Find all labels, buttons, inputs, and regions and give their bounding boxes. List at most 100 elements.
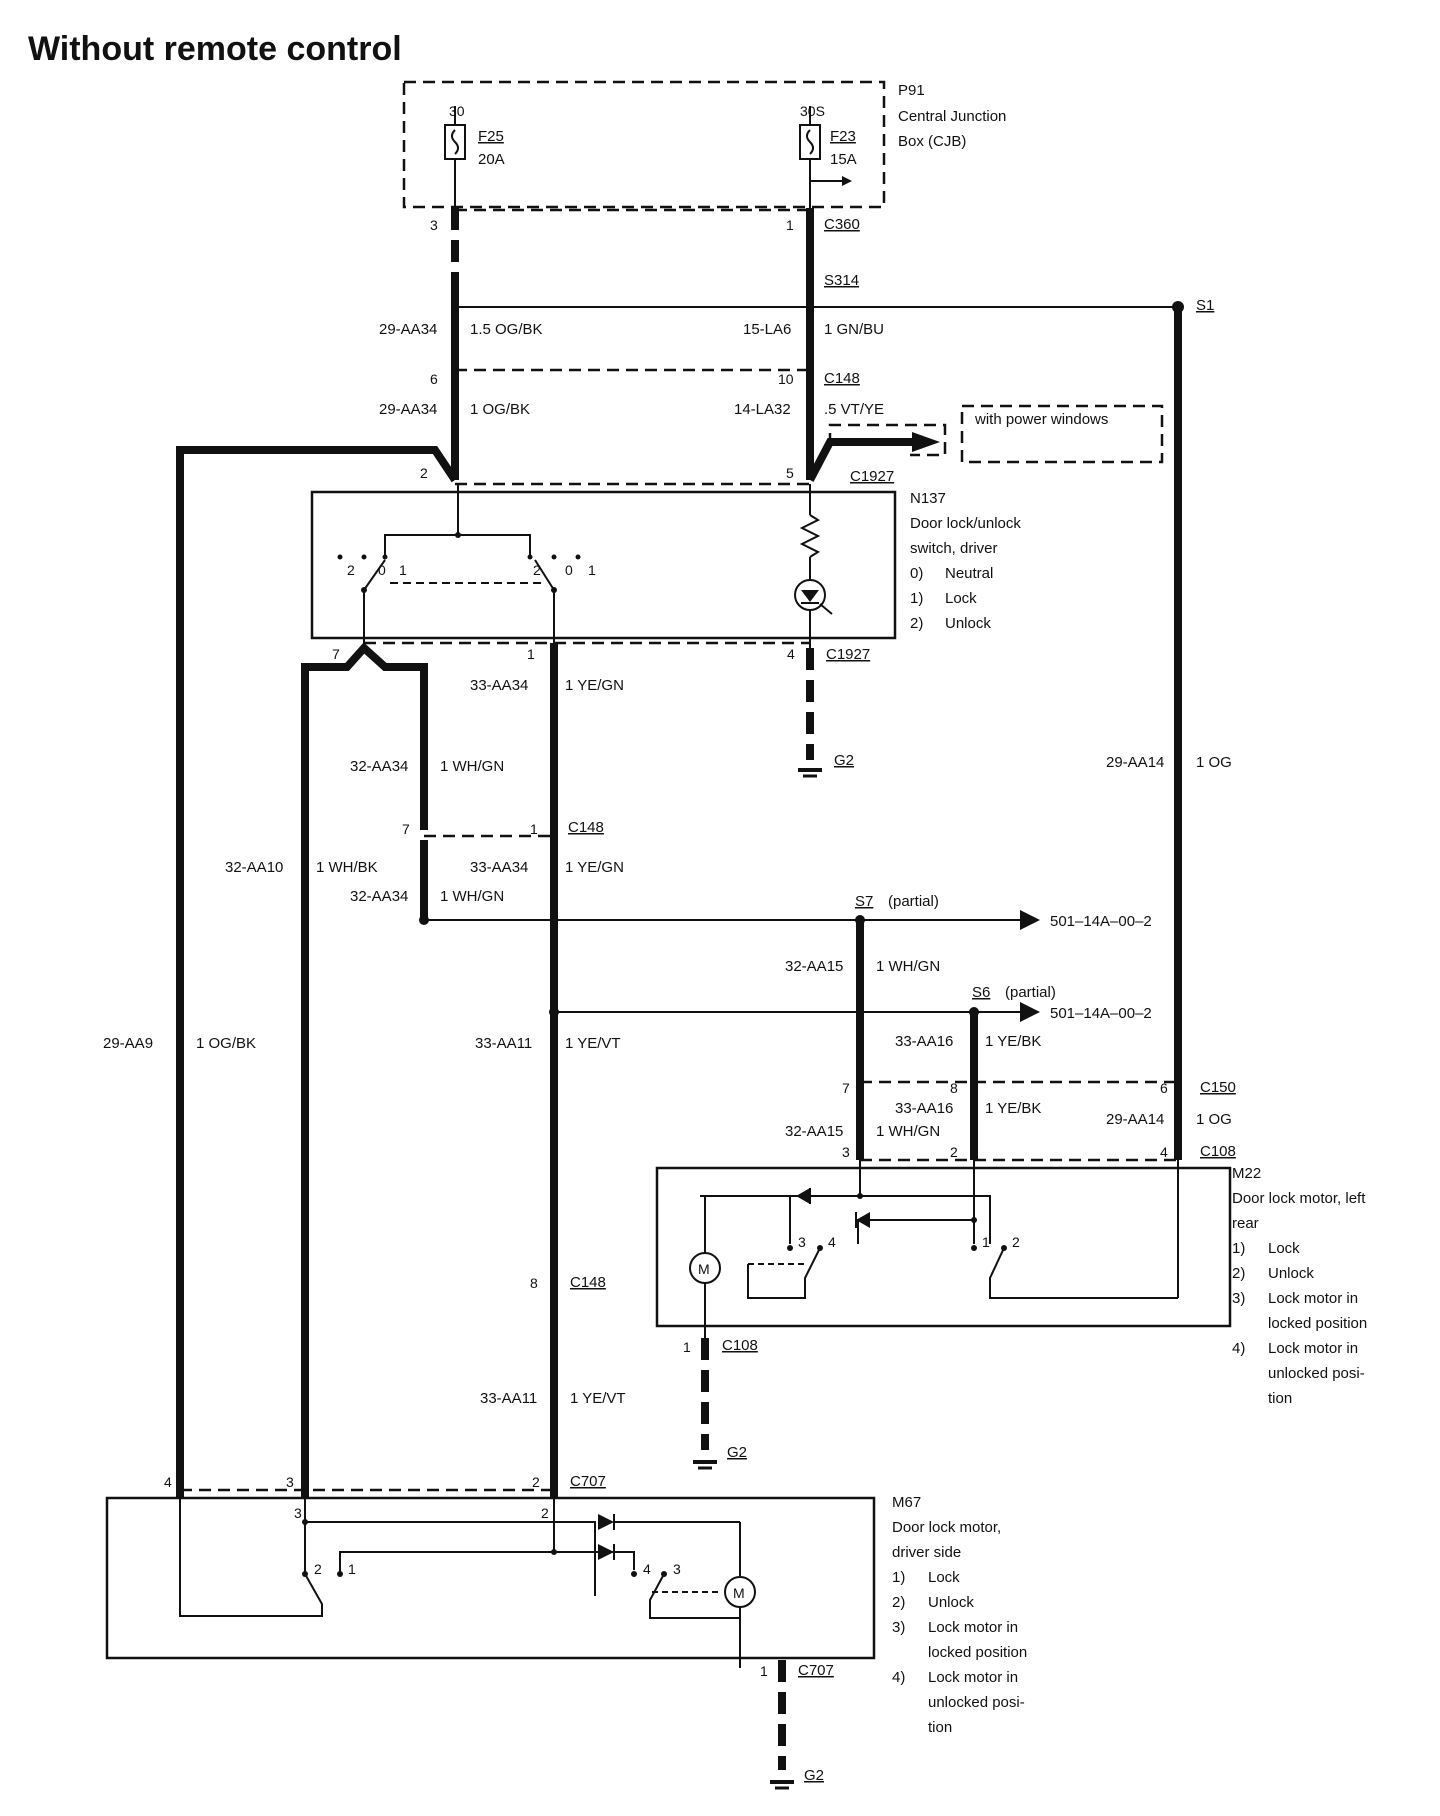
- svg-text:1 OG/BK: 1 OG/BK: [470, 401, 530, 418]
- svg-text:Lock: Lock: [945, 590, 977, 607]
- splice-s1: S1: [1196, 297, 1214, 314]
- svg-text:(partial): (partial): [888, 893, 939, 910]
- svg-text:8: 8: [530, 1275, 538, 1291]
- svg-text:1 YE/VT: 1 YE/VT: [570, 1390, 626, 1407]
- connector-c108-top: C108: [1200, 1143, 1236, 1160]
- svg-text:10: 10: [778, 371, 794, 387]
- svg-text:Lock: Lock: [928, 1569, 960, 1586]
- svg-text:Unlock: Unlock: [945, 615, 991, 632]
- connector-c1927-top: C1927: [850, 468, 894, 485]
- svg-text:29-AA34: 29-AA34: [379, 401, 437, 418]
- svg-text:1: 1: [588, 562, 596, 578]
- svg-text:8: 8: [950, 1080, 958, 1096]
- svg-text:1: 1: [530, 821, 538, 837]
- svg-text:4: 4: [828, 1234, 836, 1250]
- svg-text:4): 4): [1232, 1340, 1245, 1357]
- svg-text:4): 4): [892, 1669, 905, 1686]
- svg-text:1 YE/GN: 1 YE/GN: [565, 677, 624, 694]
- connector-c150: C150: [1200, 1079, 1236, 1096]
- svg-text:Lock: Lock: [1268, 1240, 1300, 1257]
- svg-text:1.5 OG/BK: 1.5 OG/BK: [470, 321, 543, 338]
- svg-text:33-AA16: 33-AA16: [895, 1100, 953, 1117]
- svg-text:F25: F25: [478, 128, 504, 145]
- svg-text:M22: M22: [1232, 1165, 1261, 1182]
- svg-text:unlocked posi-: unlocked posi-: [928, 1694, 1025, 1711]
- svg-text:1): 1): [892, 1569, 905, 1586]
- svg-text:4: 4: [787, 646, 795, 662]
- svg-text:1 OG: 1 OG: [1196, 754, 1232, 771]
- svg-text:tion: tion: [1268, 1390, 1292, 1407]
- top-wiring: with power windows 3 1 C360 S314 S1 29-A…: [176, 208, 1214, 1498]
- svg-text:29-AA14: 29-AA14: [1106, 1111, 1164, 1128]
- svg-text:1 WH/GN: 1 WH/GN: [876, 1123, 940, 1140]
- svg-text:0): 0): [910, 565, 923, 582]
- svg-text:2: 2: [950, 1144, 958, 1160]
- svg-text:3: 3: [842, 1144, 850, 1160]
- svg-text:N137: N137: [910, 490, 946, 507]
- ground-g2-switch: G2: [834, 752, 854, 769]
- svg-text:F23: F23: [830, 128, 856, 145]
- svg-text:1: 1: [348, 1561, 356, 1577]
- svg-text:1): 1): [910, 590, 923, 607]
- svg-text:1 YE/VT: 1 YE/VT: [565, 1035, 621, 1052]
- central-junction-box: P91 Central Junction Box (CJB) 30 F25 20…: [402, 80, 1006, 209]
- svg-text:32-AA15: 32-AA15: [785, 1123, 843, 1140]
- p91-line2: Box (CJB): [898, 133, 966, 150]
- svg-text:Neutral: Neutral: [945, 565, 993, 582]
- svg-text:unlocked posi-: unlocked posi-: [1268, 1365, 1365, 1382]
- splice-s314: S314: [824, 272, 859, 289]
- connector-c360: C360: [824, 216, 860, 233]
- svg-text:1 YE/GN: 1 YE/GN: [565, 859, 624, 876]
- svg-text:Door lock motor,: Door lock motor,: [892, 1519, 1001, 1536]
- p91-line1: Central Junction: [898, 108, 1006, 125]
- m67-motor-symbol: M: [733, 1585, 745, 1601]
- svg-text:M67: M67: [892, 1494, 921, 1511]
- svg-text:(partial): (partial): [1005, 984, 1056, 1001]
- svg-text:Lock motor in: Lock motor in: [928, 1619, 1018, 1636]
- door-lock-motor-m22: M22 Door lock motor, left rear 1) Lock 2…: [655, 1160, 1367, 1407]
- svg-text:2: 2: [532, 1474, 540, 1490]
- ref-s6: 501–14A–00–2: [1050, 1005, 1152, 1022]
- svg-text:2: 2: [420, 465, 428, 481]
- svg-text:33-AA34: 33-AA34: [470, 677, 528, 694]
- diagram-title: Without remote control: [28, 30, 402, 68]
- svg-text:3: 3: [294, 1505, 302, 1521]
- m22-motor-symbol: M: [698, 1261, 710, 1277]
- svg-text:5: 5: [786, 465, 794, 481]
- switch-lower-wiring: 7 1 4 C1927 G2 33-AA34 1 YE/GN 32-AA34 1…: [103, 307, 1232, 1498]
- svg-text:2: 2: [541, 1505, 549, 1521]
- m67-ground: 1 C707 G2: [740, 1657, 834, 1790]
- svg-text:3: 3: [286, 1474, 294, 1490]
- svg-text:2): 2): [892, 1594, 905, 1611]
- svg-text:4: 4: [643, 1561, 651, 1577]
- svg-text:1: 1: [982, 1234, 990, 1250]
- svg-text:29-AA14: 29-AA14: [1106, 754, 1164, 771]
- svg-text:1 WH/GN: 1 WH/GN: [440, 888, 504, 905]
- svg-text:2: 2: [314, 1561, 322, 1577]
- svg-text:0: 0: [378, 562, 386, 578]
- svg-text:30: 30: [449, 103, 465, 119]
- svg-text:2): 2): [1232, 1265, 1245, 1282]
- svg-text:rear: rear: [1232, 1215, 1259, 1232]
- svg-text:32-AA10: 32-AA10: [225, 859, 283, 876]
- svg-text:33-AA11: 33-AA11: [475, 1035, 532, 1052]
- svg-text:30S: 30S: [800, 103, 825, 119]
- svg-text:14-LA32: 14-LA32: [734, 401, 791, 418]
- svg-text:1: 1: [760, 1663, 768, 1679]
- svg-text:1): 1): [1232, 1240, 1245, 1257]
- svg-text:3: 3: [798, 1234, 806, 1250]
- svg-text:7: 7: [332, 646, 340, 662]
- ground-g2-m67: G2: [804, 1767, 824, 1784]
- svg-text:Lock motor in: Lock motor in: [928, 1669, 1018, 1686]
- door-lock-motor-m67: 4 3 2 C707 M67 Door lock motor, driver s…: [105, 1473, 1027, 1736]
- fuse-f25: 30 F25 20A: [444, 103, 505, 208]
- connector-c1927-bottom: C1927: [826, 646, 870, 663]
- svg-text:6: 6: [430, 371, 438, 387]
- svg-text:0: 0: [565, 562, 573, 578]
- splice-s7: S7: [855, 893, 873, 910]
- svg-text:Door lock motor, left: Door lock motor, left: [1232, 1190, 1366, 1207]
- svg-text:33-AA16: 33-AA16: [895, 1033, 953, 1050]
- m22-ground: 1 C108 G2: [683, 1337, 758, 1470]
- ref-s7: 501–14A–00–2: [1050, 913, 1152, 930]
- c150-c108-connectors: 7 8 6 C150 33-AA16 1 YE/BK 29-AA14 1 OG …: [785, 1079, 1236, 1162]
